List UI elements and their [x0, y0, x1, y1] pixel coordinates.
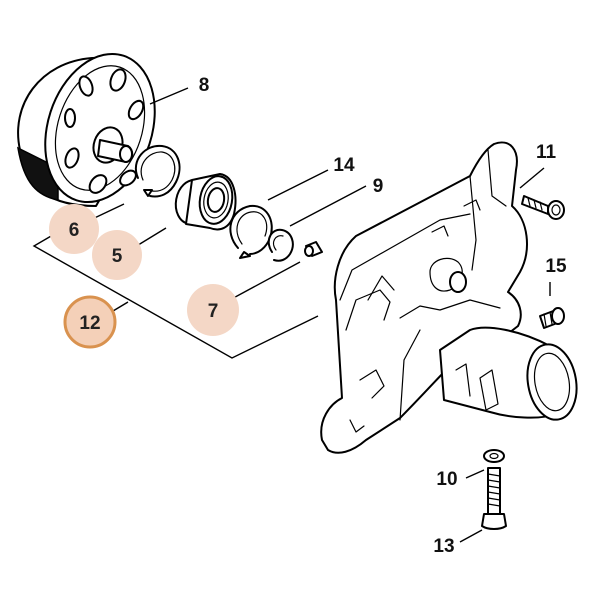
- callout-7-label: 7: [208, 301, 219, 322]
- pin-part-7[interactable]: [304, 241, 323, 257]
- ring-part-9[interactable]: [267, 228, 294, 262]
- crankcase-housing-part[interactable]: [320, 141, 582, 454]
- highlight-circle: [92, 230, 142, 280]
- clutch-drum-part[interactable]: [17, 40, 173, 217]
- callout-13-label[interactable]: 13: [433, 536, 454, 557]
- callout-6-label: 6: [69, 220, 80, 241]
- callout-12[interactable]: 12: [63, 295, 117, 349]
- callout-5-label: 5: [112, 246, 123, 267]
- screw-part-15[interactable]: [539, 307, 565, 329]
- washer-part-10[interactable]: [483, 449, 505, 463]
- callout-7[interactable]: 7: [187, 284, 239, 336]
- callout-8-label[interactable]: 8: [199, 75, 210, 96]
- ring-part-14[interactable]: [229, 204, 273, 259]
- callout-15-label[interactable]: 15: [545, 256, 567, 277]
- callout-9-label[interactable]: 9: [373, 176, 384, 197]
- selected-circle: [63, 295, 117, 349]
- callout-14-label[interactable]: 14: [333, 155, 355, 176]
- callout-10-label[interactable]: 10: [436, 469, 457, 490]
- callout-5[interactable]: 5: [92, 230, 142, 280]
- callout-12-label: 12: [79, 313, 100, 334]
- highlight-circle: [187, 284, 239, 336]
- bolt-part-13[interactable]: [481, 467, 507, 530]
- screw-part-11[interactable]: [521, 195, 565, 220]
- callout-11-label[interactable]: 11: [536, 142, 557, 163]
- highlight-circle: [49, 204, 99, 254]
- callout-6[interactable]: 6: [49, 204, 99, 254]
- needle-bearing-part[interactable]: [172, 173, 237, 231]
- circlip-part-6[interactable]: [135, 144, 181, 198]
